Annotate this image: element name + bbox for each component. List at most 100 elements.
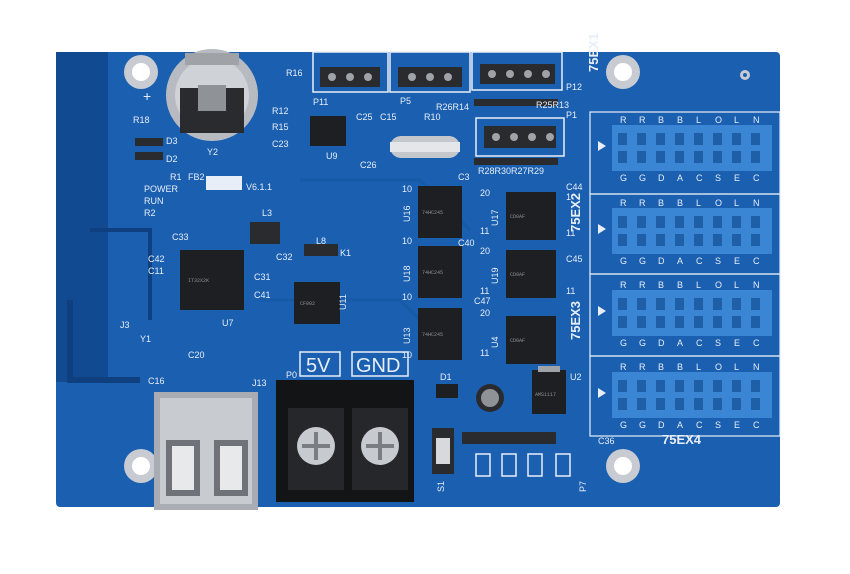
- header-pin: [618, 380, 627, 392]
- pin-number: 11: [566, 228, 575, 238]
- pin-letter: C: [696, 173, 703, 183]
- inductor-l3: [250, 222, 280, 244]
- pin-letter: R: [620, 115, 627, 125]
- silk-r26r14: R26R14: [436, 102, 469, 112]
- pin-letter: S: [715, 420, 721, 430]
- pin-letter: L: [734, 362, 739, 372]
- chip-u18: 74HC245: [418, 246, 462, 298]
- pin-letter: S: [715, 338, 721, 348]
- pin-letter: O: [715, 115, 722, 125]
- chip-u19: CD0AF: [506, 250, 556, 298]
- header-pin: [732, 298, 741, 310]
- pin-letter: B: [658, 198, 664, 208]
- jumper-pad: [475, 453, 491, 477]
- header-pin: [694, 380, 703, 392]
- header-pin: [618, 234, 627, 246]
- header-pin: [694, 316, 703, 328]
- header-body: [612, 208, 772, 254]
- header-pin: [656, 316, 665, 328]
- pin-letter: B: [658, 362, 664, 372]
- silk-p11: P11: [313, 97, 328, 107]
- pin-letter: A: [677, 338, 683, 348]
- pin-letter: G: [620, 173, 627, 183]
- pin-letter: D: [658, 338, 665, 348]
- silk-c44: C44: [566, 182, 583, 192]
- svg-text:74HC245: 74HC245: [422, 210, 443, 216]
- silk-r28: R28R30R27R29: [478, 166, 544, 176]
- pin-number: 20: [480, 188, 490, 198]
- silk-p5: P5: [400, 96, 411, 106]
- pin-number: 11: [480, 286, 489, 296]
- silk-c36: C36: [598, 436, 615, 446]
- svg-text:AMS1117: AMS1117: [535, 392, 556, 398]
- silk-u2: U2: [570, 372, 582, 382]
- pin-letter: E: [734, 173, 740, 183]
- header-pin: [713, 380, 722, 392]
- jumper-pad: [555, 453, 571, 477]
- silk-u11: U11: [338, 294, 348, 310]
- header-pin: [656, 380, 665, 392]
- silk-u19: U19: [490, 267, 500, 284]
- header-pin: [694, 151, 703, 163]
- header-pin: [713, 316, 722, 328]
- header-pin: [656, 398, 665, 410]
- header-pin: [675, 133, 684, 145]
- svg-text:74HC245: 74HC245: [422, 332, 443, 338]
- silk-u13: U13: [402, 327, 412, 344]
- header-pin: [637, 133, 646, 145]
- label-sticker: [206, 176, 242, 190]
- svg-text:CD0AF: CD0AF: [510, 214, 525, 220]
- crystal-oscillator: [390, 136, 460, 158]
- chip-u7: IT32X2K: [180, 250, 244, 310]
- pin-letter: N: [753, 115, 760, 125]
- svg-text:CD0AF: CD0AF: [510, 272, 525, 278]
- chip-u4: CD0AF: [506, 316, 556, 364]
- header-body: [612, 125, 772, 171]
- pin-letter: D: [658, 420, 665, 430]
- pin-letter: N: [753, 198, 760, 208]
- header-pin: [637, 298, 646, 310]
- header-pin: [713, 151, 722, 163]
- pin-letter: O: [715, 362, 722, 372]
- silk-c25: C25: [356, 112, 373, 122]
- hub75-header-75ex3: [598, 290, 772, 336]
- label-box-gnd: [351, 351, 409, 377]
- version-label: V6.1.1: [246, 182, 272, 192]
- push-button-s1: [432, 428, 454, 474]
- pin-letter: D: [658, 173, 665, 183]
- header-pin: [732, 316, 741, 328]
- pin-letter: O: [715, 198, 722, 208]
- header-pin: [751, 298, 760, 310]
- silk-u17: U17: [490, 209, 500, 226]
- copper-pour-left: [56, 52, 108, 382]
- pin-letter: B: [677, 280, 683, 290]
- header-body: [612, 290, 772, 336]
- silk-l8: L8: [316, 236, 326, 246]
- jumper-pad: [501, 453, 517, 477]
- chip-u13: 74HC245: [418, 308, 462, 360]
- chip-u11: CF002: [294, 282, 340, 324]
- pin-letter: A: [677, 173, 683, 183]
- usb-port-j13: [154, 392, 258, 510]
- pin-letter: R: [639, 198, 646, 208]
- pin-letter: R: [620, 280, 627, 290]
- silk-c31: C31: [254, 272, 271, 282]
- connector-label-75ex1: 75EX1: [586, 33, 601, 72]
- connector-label-75ex2: 75EX2: [568, 193, 583, 232]
- pin-letter: A: [677, 420, 683, 430]
- pin-letter: L: [696, 115, 701, 125]
- pin-letter: C: [753, 338, 760, 348]
- pin-letter: S: [715, 256, 721, 266]
- header-pin: [732, 216, 741, 228]
- silk-c11: C11: [148, 266, 164, 276]
- header-pin: [732, 151, 741, 163]
- silk-j3: J3: [120, 320, 130, 330]
- pin-letter: C: [753, 256, 760, 266]
- connector-label-75ex3: 75EX3: [568, 301, 583, 340]
- header-pin: [713, 216, 722, 228]
- header-pin: [694, 133, 703, 145]
- pin-letter: G: [639, 420, 646, 430]
- pin-letter: L: [734, 198, 739, 208]
- pin-letter: D: [658, 256, 665, 266]
- silk-r10: R10: [424, 112, 441, 122]
